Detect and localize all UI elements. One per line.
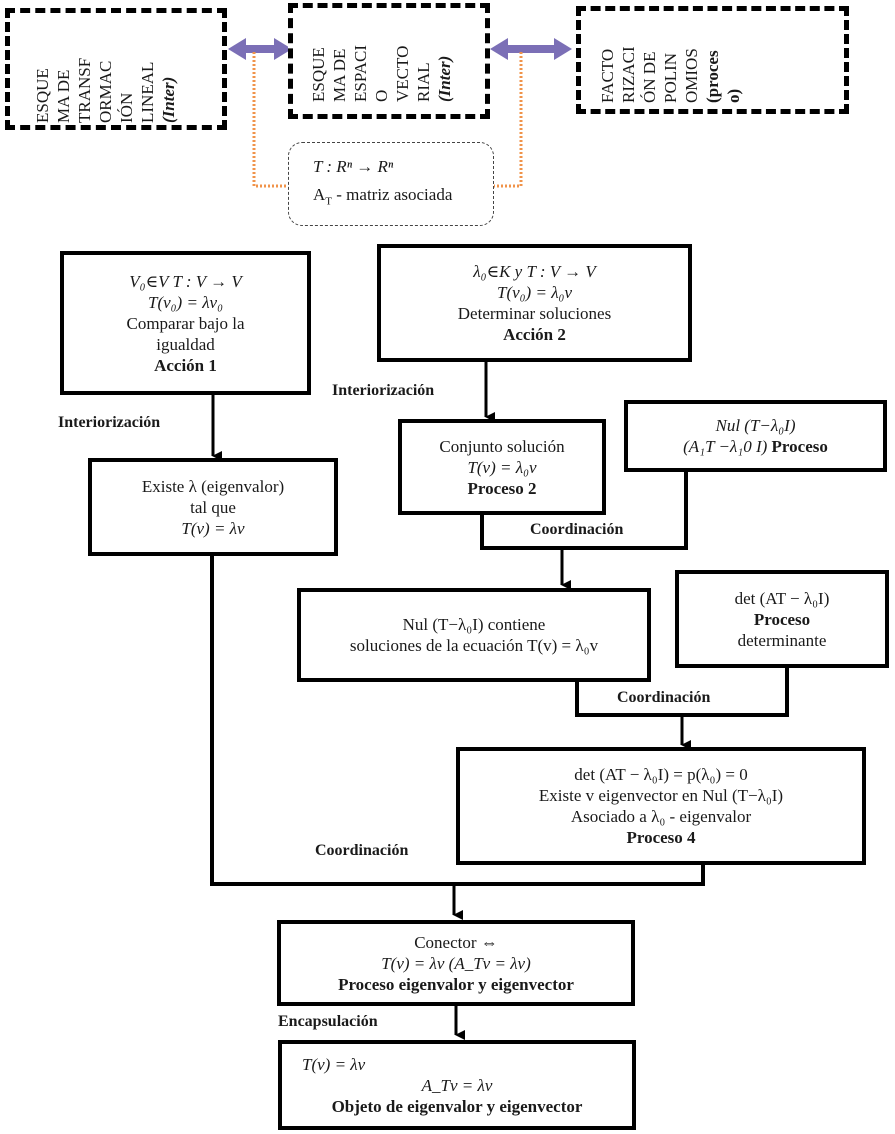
scheme-text-factorizacion: FACTO RIZACI ÓN DE POLIN OMIOS (proces o… xyxy=(598,46,743,103)
box-accion-2-title: Acción 2 xyxy=(503,325,566,344)
box-proceso-2-title: Proceso 2 xyxy=(467,478,537,498)
connector-note-line-1: T : Rⁿ → Rⁿ xyxy=(313,157,394,176)
double-arrow-2 xyxy=(490,38,572,60)
scheme-box-factorizacion: FACTO RIZACI ÓN DE POLIN OMIOS (proces o… xyxy=(576,6,849,114)
connector-note-line-2: AT - matriz asociada xyxy=(313,185,453,208)
label-coordinacion-2: Coordinación xyxy=(617,689,711,706)
box-existe-eigenvalor: Existe λ (eigenvalor) tal que T(v) = λv xyxy=(88,458,338,556)
label-coordinacion-3: Coordinación xyxy=(315,842,409,859)
box-det-proceso: det (AT − λ₀I) Proceso determinante xyxy=(675,570,889,668)
connector-note: T : Rⁿ → Rⁿ AT - matriz asociada xyxy=(288,142,494,226)
box-conector-title: Proceso eigenvalor y eigenvector xyxy=(338,974,574,994)
bracket-coordinacion-1 xyxy=(480,470,688,550)
box-proceso-2: Conjunto solución T(v) = λ₀v Proceso 2 xyxy=(398,419,606,515)
dotted-link-right xyxy=(494,52,523,188)
box-accion-1-title: Acción 1 xyxy=(154,355,217,375)
box-objeto: T(v) = λv A_Tv = λv Objeto de eigenvalor… xyxy=(278,1040,636,1130)
scheme-text-transformacion-lineal: ESQUE MA DE TRANSF ORMAC IÓN LINEAL (Int… xyxy=(33,57,178,123)
scheme-box-transformacion-lineal: ESQUE MA DE TRANSF ORMAC IÓN LINEAL (Int… xyxy=(5,8,227,130)
box-proceso-4-title: Proceso 4 xyxy=(626,828,696,847)
box-proceso-4: det (AT − λ₀I) = p(λ₀) = 0 Existe v eige… xyxy=(456,747,866,865)
label-interiorizacion-2: Interiorización xyxy=(332,382,435,399)
label-encapsulacion: Encapsulación xyxy=(278,1013,378,1030)
box-conector: Conector ⇔ T(v) = λv (A_Tv = λv) Proceso… xyxy=(277,920,635,1006)
scheme-box-espacio-vectorial: ESQUE MA DE ESPACI O VECTO RIAL (Inter) xyxy=(288,3,490,119)
box-nul-contiene: Nul (T−λ₀I) contiene soluciones de la ec… xyxy=(297,588,651,682)
scheme-text-espacio-vectorial: ESQUE MA DE ESPACI O VECTO RIAL (Inter) xyxy=(309,44,454,102)
box-accion-1: V₀∈V T : V → V T(v₀) = λv₀ Comparar bajo… xyxy=(60,251,311,395)
box-objeto-title: Objeto de eigenvalor y eigenvector xyxy=(331,1096,583,1116)
double-arrow-1 xyxy=(228,38,292,60)
dotted-link-left xyxy=(252,52,288,188)
box-accion-2: λ₀∈K y T : V → V T(v₀) = λ₀v Determinar … xyxy=(377,244,692,362)
label-coordinacion-1: Coordinación xyxy=(530,521,624,538)
box-nul-proceso: Nul (T−λ₀I) (A₁T −λ₁0 I) Proceso xyxy=(624,400,887,472)
label-interiorizacion-1: Interiorización xyxy=(58,414,161,431)
bracket-coordinacion-3 xyxy=(210,556,705,886)
